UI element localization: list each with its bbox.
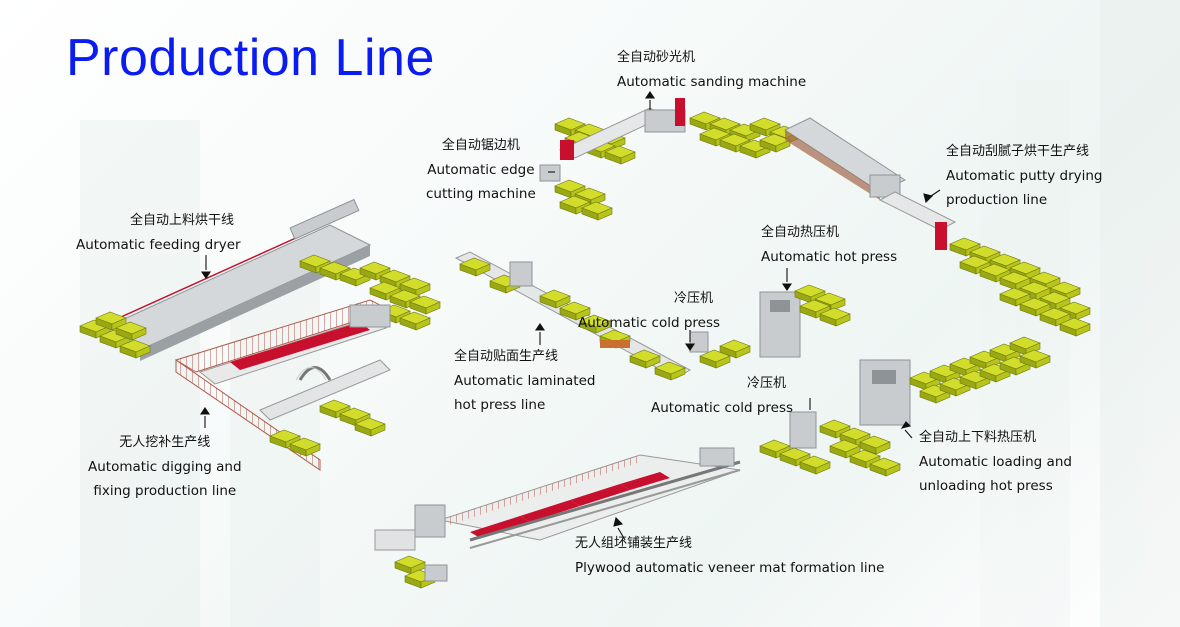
veneer-mat-line [374, 447, 741, 589]
label-edge-cutting-en2: cutting machine [426, 186, 536, 202]
label-putty-drying-cn: 全自动刮腻子烘干生产线 [946, 144, 1090, 159]
label-hot-press-cn: 全自动热压机 [761, 225, 840, 240]
label-cold-press-2: 冷压机 Automatic cold press [651, 372, 793, 420]
label-feeding-dryer-en: Automatic feeding dryer [76, 237, 241, 253]
label-digging-cn: 无人挖补生产线 [119, 435, 211, 450]
label-veneer-en: Plywood automatic veneer mat formation l… [575, 560, 885, 576]
label-loading-en2: unloading hot press [919, 478, 1053, 494]
label-cold-press-1-en: Automatic cold press [578, 315, 721, 331]
label-cold-press-1: 冷压机 Automatic cold press [578, 287, 720, 335]
page-title: Production Line [66, 29, 435, 87]
label-hot-press-en: Automatic hot press [761, 249, 898, 265]
label-cold-press-2-cn: 冷压机 [747, 376, 787, 391]
label-putty-drying-en1: Automatic putty drying [946, 168, 1103, 184]
label-digging-en2: fixing production line [93, 483, 237, 499]
label-cold-press-2-en: Automatic cold press [651, 400, 794, 416]
label-veneer-cn: 无人组坯铺装生产线 [575, 536, 693, 551]
digging-fixing-line [174, 299, 392, 471]
label-laminated-line: 全自动贴面生产线 Automatic laminated hot press l… [454, 345, 595, 417]
label-sanding-machine: 全自动砂光机 Automatic sanding machine [617, 46, 806, 94]
label-cold-press-1-cn: 冷压机 [674, 291, 714, 306]
label-feeding-dryer-cn: 全自动上料烘干线 [130, 213, 235, 228]
putty-drying-line [783, 117, 1091, 337]
label-laminated-en2: hot press line [454, 397, 546, 413]
label-hot-press: 全自动热压机 Automatic hot press [761, 221, 897, 269]
label-laminated-en1: Automatic laminated [454, 373, 596, 389]
label-loading-hot-press: 全自动上下料热压机 Automatic loading and unloadin… [919, 426, 1072, 498]
label-loading-cn: 全自动上下料热压机 [919, 430, 1037, 445]
label-putty-drying-en2: production line [946, 192, 1048, 208]
label-feeding-dryer: 全自动上料烘干线 Automatic feeding dryer [76, 209, 241, 257]
label-putty-drying: 全自动刮腻子烘干生产线 Automatic putty drying produ… [946, 140, 1103, 212]
label-digging-en1: Automatic digging and [88, 459, 242, 475]
label-loading-en1: Automatic loading and [919, 454, 1072, 470]
label-veneer-mat: 无人组坯铺装生产线 Plywood automatic veneer mat f… [575, 532, 884, 580]
label-sanding-cn: 全自动砂光机 [617, 50, 696, 65]
label-edge-cutting-cn: 全自动锯边机 [441, 138, 520, 153]
label-edge-cutting-en1: Automatic edge [427, 162, 535, 178]
label-sanding-en: Automatic sanding machine [617, 74, 807, 90]
label-digging-fixing: 无人挖补生产线 Automatic digging and fixing pro… [88, 431, 242, 503]
edge-sanding-area [539, 98, 801, 221]
label-laminated-cn: 全自动贴面生产线 [454, 349, 559, 364]
feeding-dryer-line [79, 198, 441, 361]
label-edge-cutting: 全自动锯边机 Automatic edge cutting machine [426, 134, 536, 206]
leader-arrows [199, 91, 941, 541]
loading-hot-press [759, 336, 1051, 477]
laminated-line [454, 251, 851, 381]
